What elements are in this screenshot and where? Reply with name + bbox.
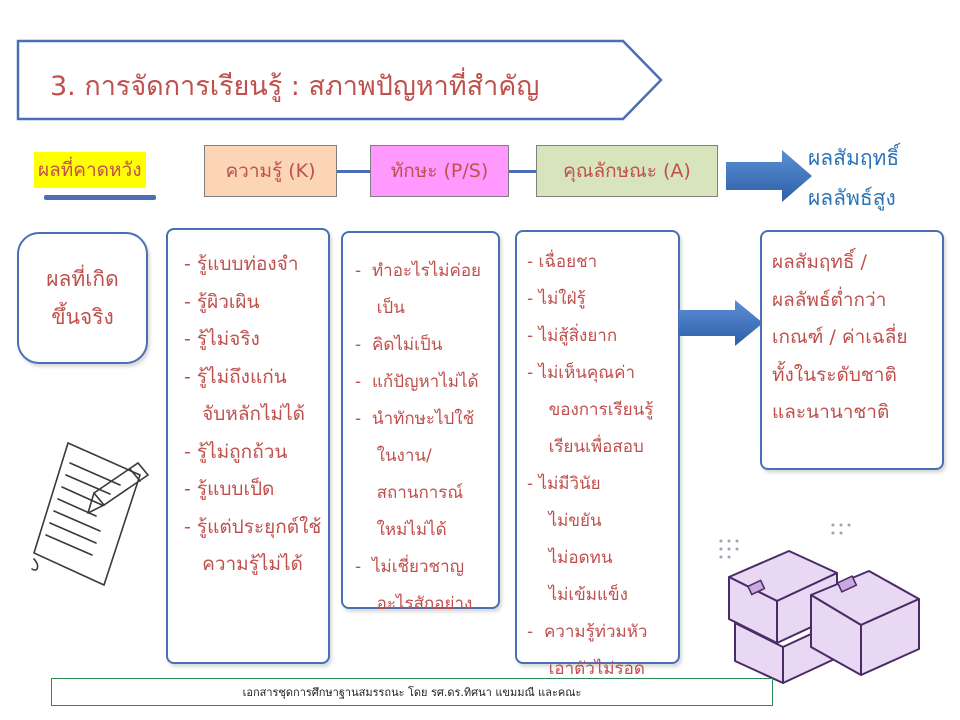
- document-pen-icon: [31, 441, 150, 587]
- knowledge-item: - รู้ผิวเผิน: [184, 290, 260, 313]
- knowledge-item: - รู้แบบท่องจำ: [184, 253, 299, 275]
- result-top-line2: ผลลัพธ์สูง: [808, 186, 896, 210]
- result-item: ผลสัมฤทธิ์ /: [772, 251, 867, 273]
- expected-underline: [44, 195, 156, 200]
- connector-ps-a: [509, 170, 536, 173]
- skill-item: เป็น: [355, 298, 405, 318]
- attribute-item: ไม่เข้มแข็ง: [527, 585, 628, 605]
- actual-label-box: ผลที่เกิด ขึ้นจริง: [17, 232, 148, 364]
- result-top-line1: ผลสัมฤทธิ์: [808, 146, 900, 170]
- attribute-item: - ไม่มีวินัย: [527, 474, 601, 494]
- skill-item: ใหม่ไม่ได้: [355, 520, 447, 540]
- footer-citation: เอกสารชุดการศึกษาฐานสมรรถนะ โดย รศ.ดร.ทิ…: [51, 678, 773, 706]
- attribute-box: คุณลักษณะ (A): [536, 145, 718, 197]
- attribute-item: - ความรู้ท่วมหัว: [527, 622, 648, 642]
- skill-item: - นำทักษะไปใช้: [355, 409, 475, 429]
- expected-label: ผลที่คาดหวัง: [34, 152, 146, 188]
- skill-item: สถานการณ์: [355, 483, 464, 503]
- boxes-icon: [719, 523, 920, 684]
- attribute-list: - เฉื่อยชา - ไม่ใฝ่รู้ - ไม่สู้สิ่งยาก - ไม…: [527, 244, 678, 688]
- attribute-item: - ไม่ใฝ่รู้: [527, 289, 586, 309]
- attribute-item: เอาตัวไม่รอด: [527, 659, 645, 679]
- knowledge-item: - รู้ไม่จริง: [184, 328, 260, 350]
- knowledge-panel: - รู้แบบท่องจำ - รู้ผิวเผิน - รู้ไม่จริง - …: [166, 228, 330, 664]
- actual-label-line2: ขึ้นจริง: [51, 305, 114, 329]
- skill-item: - แก้ปัญหาไม่ได้: [355, 372, 479, 392]
- result-panel: ผลสัมฤทธิ์ / ผลลัพธ์ต่ำกว่าเกณฑ์ / ค่าเฉล…: [760, 230, 944, 470]
- skill-panel: - ทำอะไรไม่ค่อย เป็น - คิดไม่เป็น - แก้ปัญ…: [341, 231, 500, 614]
- result-item: เกณฑ์ / ค่าเฉลี่ย: [772, 326, 908, 348]
- skill-item: - ทำอะไรไม่ค่อย: [355, 261, 482, 281]
- knowledge-item: จับหลักไม่ได้: [184, 403, 305, 425]
- title-banner: [16, 39, 663, 121]
- attribute-item: ของการเรียนรู้: [527, 400, 654, 420]
- skill-item: ในงาน/: [355, 446, 432, 466]
- attribute-item: เรียนเพื่อสอบ: [527, 437, 644, 457]
- knowledge-box: ความรู้ (K): [204, 145, 337, 197]
- knowledge-item: - รู้ไม่ถูกถ้วน: [184, 440, 288, 463]
- attribute-item: - ไม่สู้สิ่งยาก: [527, 326, 618, 346]
- result-item: และนานาชาติ: [772, 401, 890, 423]
- skill-item: - คิดไม่เป็น: [355, 335, 443, 355]
- attribute-item: - ไม่เห็นคุณค่า: [527, 363, 635, 383]
- knowledge-item: - รู้แต่ประยุกต์ใช้: [184, 515, 322, 538]
- page-title: 3. การจัดการเรียนรู้ : สภาพปัญหาที่สำคัญ: [50, 71, 540, 102]
- connector-k-ps: [337, 170, 370, 173]
- skill-box: ทักษะ (P/S): [370, 145, 509, 197]
- knowledge-item: - รู้แบบเป็ด: [184, 478, 275, 500]
- right-arrow-icon: [726, 150, 812, 202]
- attribute-panel: - เฉื่อยชา - ไม่ใฝ่รู้ - ไม่สู้สิ่งยาก - ไม…: [515, 230, 680, 679]
- right-arrow-icon: [679, 300, 763, 346]
- result-item: ผลลัพธ์ต่ำกว่า: [772, 288, 887, 311]
- attribute-item: ไม่อดทน: [527, 548, 613, 568]
- knowledge-item: ความรู้ไม่ได้: [184, 553, 303, 575]
- attribute-item: ไม่ขยัน: [527, 511, 602, 531]
- skill-list: - ทำอะไรไม่ค่อย เป็น - คิดไม่เป็น - แก้ปัญ…: [355, 253, 498, 623]
- skill-item: - ไม่เชี่ยวชาญ: [355, 557, 465, 577]
- attribute-item: - เฉื่อยชา: [527, 252, 598, 272]
- knowledge-item: - รู้ไม่ถึงแก่น: [184, 365, 287, 388]
- knowledge-list: - รู้แบบท่องจำ - รู้ผิวเผิน - รู้ไม่จริง - …: [184, 246, 328, 584]
- skill-item: อะไรสักอย่าง: [355, 594, 473, 614]
- result-item: ทั้งในระดับชาติ: [772, 363, 897, 386]
- actual-label-line1: ผลที่เกิด: [46, 267, 119, 291]
- result-list: ผลสัมฤทธิ์ / ผลลัพธ์ต่ำกว่าเกณฑ์ / ค่าเฉล…: [772, 244, 942, 432]
